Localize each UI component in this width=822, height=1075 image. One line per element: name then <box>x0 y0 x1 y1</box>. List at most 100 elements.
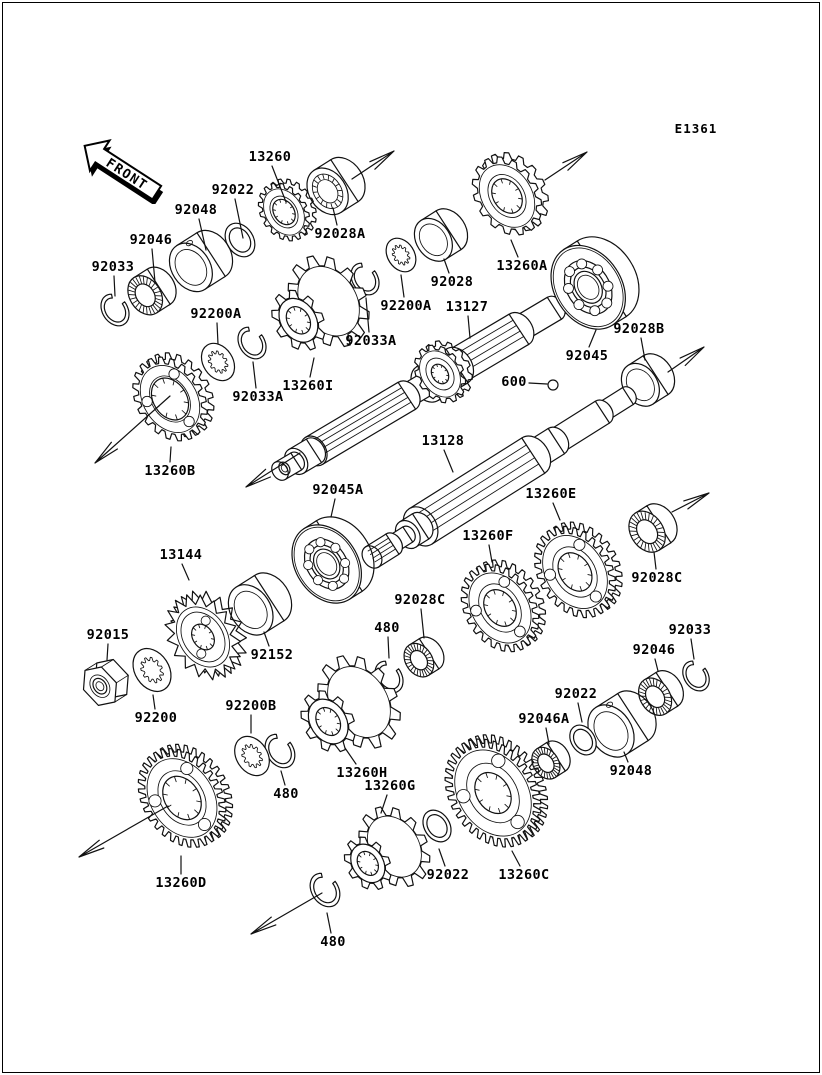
part-label-92033a: 92033A <box>232 389 283 405</box>
leader-line <box>380 794 388 814</box>
leader-line <box>438 848 446 867</box>
leader-line <box>400 274 405 298</box>
part-label-13128: 13128 <box>422 433 465 449</box>
leader-line <box>690 638 695 660</box>
part-label-92048: 92048 <box>610 763 653 779</box>
part-label-92033: 92033 <box>92 259 135 275</box>
part-13128 <box>361 386 637 569</box>
part-label-480: 480 <box>320 934 346 950</box>
leader-line <box>545 727 550 745</box>
part-92046-b <box>637 670 685 716</box>
leader-arrow <box>351 150 395 180</box>
diagram-code: E1361 <box>674 121 718 136</box>
part-label-92046a: 92046A <box>518 711 569 727</box>
part-label-92028c: 92028C <box>394 592 445 608</box>
part-label-92033a: 92033A <box>345 333 396 349</box>
part-92200B <box>234 735 270 777</box>
part-13260 <box>257 178 317 242</box>
part-label-13260g: 13260G <box>364 778 415 794</box>
part-label-13260d: 13260D <box>155 875 206 891</box>
leader-line <box>113 275 116 297</box>
leader-arrow <box>544 151 588 181</box>
part-label-92028c: 92028C <box>631 570 682 586</box>
part-label-92022: 92022 <box>427 867 470 883</box>
leader-line <box>280 770 286 786</box>
part-92048-b <box>587 690 657 758</box>
leader-arrow <box>250 892 323 935</box>
part-label-13144: 13144 <box>160 547 203 563</box>
leader-line <box>488 544 493 563</box>
part-92022-c <box>422 809 452 843</box>
part-13260B <box>132 352 215 442</box>
part-label-92048: 92048 <box>175 202 218 218</box>
leader-line <box>588 329 597 348</box>
leader-line <box>528 382 548 385</box>
leader-line <box>152 694 156 710</box>
part-label-13260: 13260 <box>249 149 292 165</box>
part-92028C-b <box>628 503 678 553</box>
part-13260H <box>300 655 401 753</box>
part-480-a <box>264 733 296 769</box>
part-label-600: 600 <box>501 374 527 390</box>
leader-line <box>577 702 583 723</box>
part-label-92152: 92152 <box>251 647 294 663</box>
part-13260E <box>534 521 623 619</box>
part-92046-a <box>127 266 177 316</box>
leader-arrow <box>245 452 301 488</box>
part-13260C <box>444 734 549 848</box>
part-label-13260b: 13260B <box>144 463 195 479</box>
leader-lines <box>106 165 695 934</box>
part-label-13260i: 13260I <box>282 378 333 394</box>
front-direction-arrow: FRONT <box>83 139 164 204</box>
part-label-92200a: 92200A <box>190 306 241 322</box>
part-92200A-a <box>200 342 236 382</box>
leader-line <box>263 631 270 647</box>
part-92033-b <box>682 660 710 692</box>
part-13260I <box>271 255 370 351</box>
part-label-92033: 92033 <box>669 622 712 638</box>
leader-line <box>467 315 471 339</box>
part-92200 <box>132 648 172 692</box>
part-13260G <box>343 806 431 890</box>
part-label-92200a: 92200A <box>380 298 431 314</box>
part-label-92028: 92028 <box>431 274 474 290</box>
part-92046A <box>531 740 571 780</box>
direction-arrows <box>78 150 710 935</box>
leader-line <box>443 258 450 274</box>
part-92152 <box>227 572 293 636</box>
leader-line <box>623 751 629 763</box>
part-label-92015: 92015 <box>87 627 130 643</box>
leader-arrow <box>667 346 705 373</box>
part-label-13260a: 13260A <box>496 258 547 274</box>
leader-line <box>420 608 425 639</box>
part-92033A-b <box>237 326 267 360</box>
part-label-92045a: 92045A <box>312 482 363 498</box>
leader-line <box>552 502 561 521</box>
part-13260D <box>137 743 234 848</box>
part-13144 <box>164 590 247 681</box>
leader-line <box>252 361 257 389</box>
part-13260F <box>460 559 547 653</box>
leader-line <box>365 297 370 333</box>
part-600 <box>547 379 559 391</box>
front-arrow-shape <box>83 139 163 201</box>
part-92015 <box>82 658 129 706</box>
leader-line <box>271 165 287 203</box>
part-label-480: 480 <box>273 786 299 802</box>
leader-arrow <box>671 492 710 513</box>
leader-line <box>216 322 219 345</box>
leader-line <box>344 747 357 765</box>
leader-line <box>330 498 336 518</box>
part-label-92022: 92022 <box>555 686 598 702</box>
part-92022-b <box>569 724 597 756</box>
part-label-13260c: 13260C <box>498 867 549 883</box>
leader-line <box>181 563 190 581</box>
part-label-13260h: 13260H <box>336 765 387 781</box>
part-92033A-a <box>350 262 380 296</box>
part-label-92200b: 92200B <box>225 698 276 714</box>
leader-line <box>510 239 519 258</box>
part-label-480: 480 <box>374 620 400 636</box>
leader-line <box>234 198 244 239</box>
